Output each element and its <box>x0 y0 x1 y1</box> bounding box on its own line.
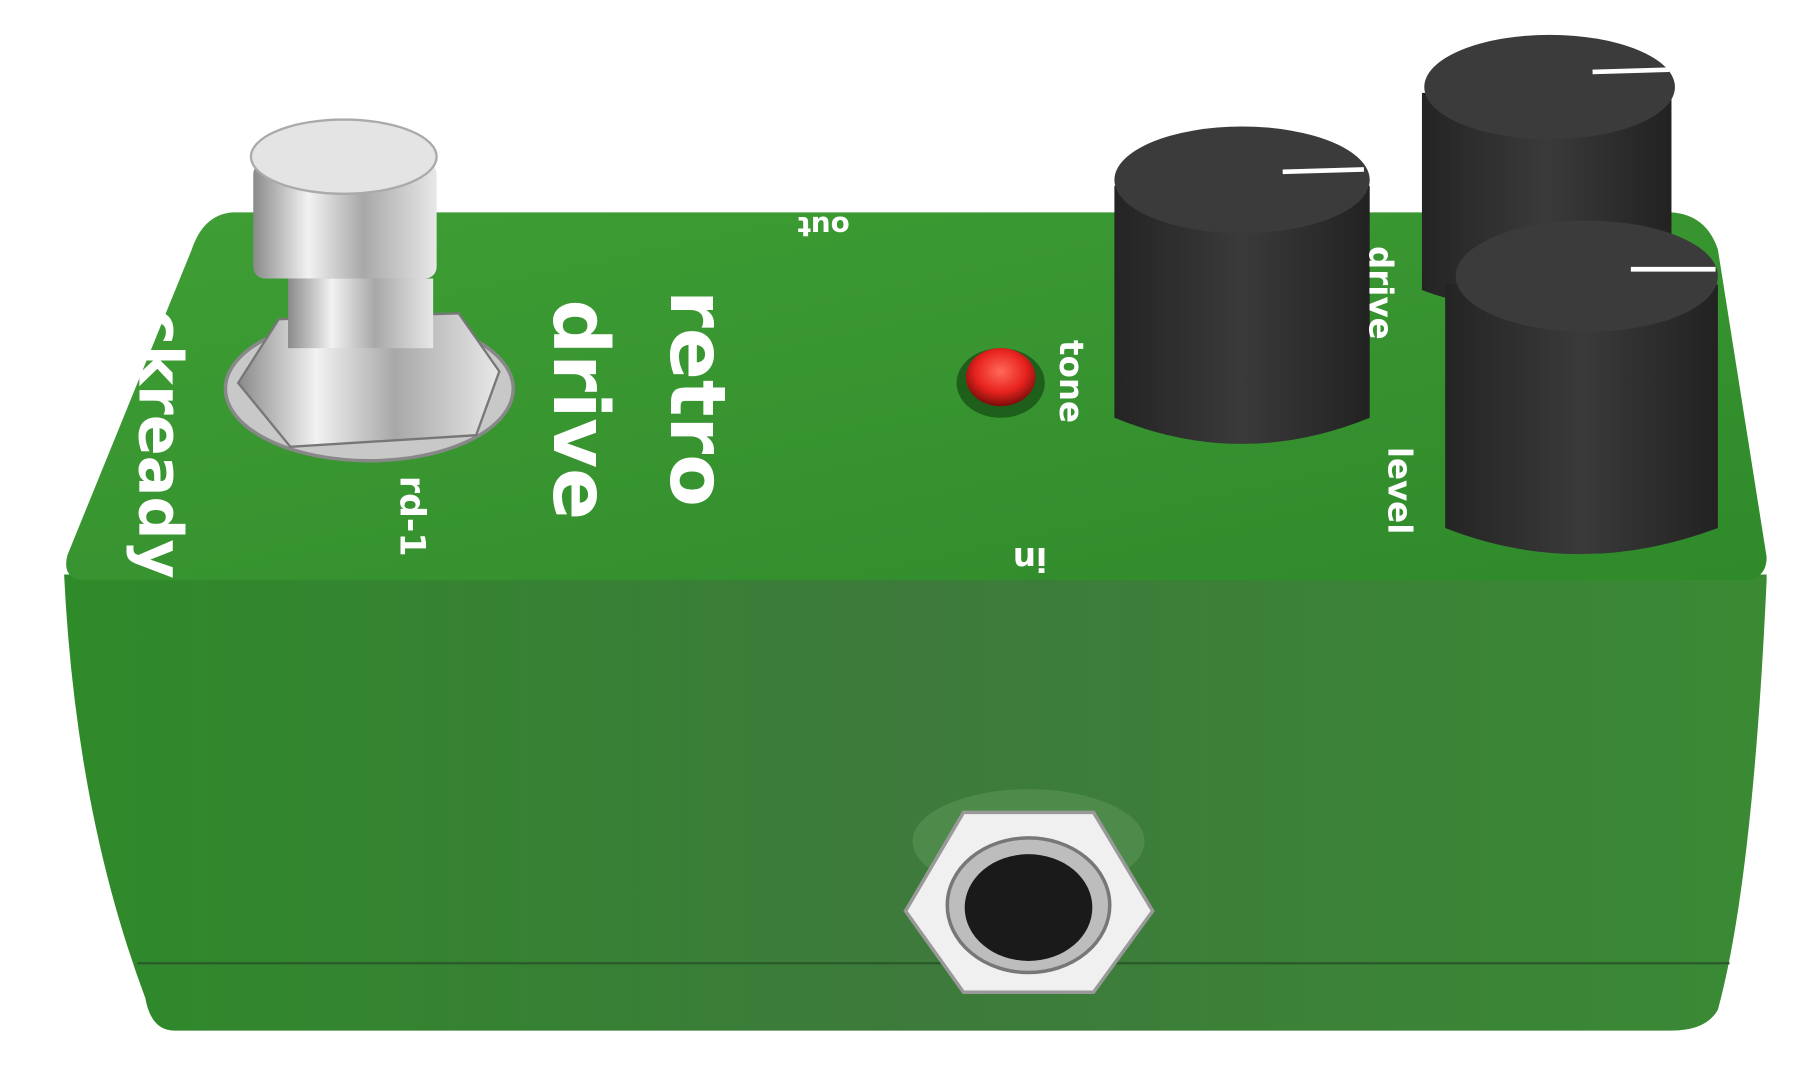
level-label: level <box>1380 447 1418 535</box>
input-label: in <box>1013 540 1047 578</box>
product-name-line1: retro <box>652 290 741 507</box>
input-jack[interactable] <box>903 789 1155 995</box>
tone-label: tone <box>1052 340 1090 423</box>
knob-tone[interactable] <box>1114 126 1370 444</box>
output-label: out <box>798 210 850 243</box>
footswitch[interactable] <box>223 118 515 463</box>
status-led <box>956 348 1045 418</box>
drive-label: drive <box>1362 246 1400 340</box>
brand-logo-text: rockready <box>125 238 195 579</box>
product-name-line2: drive <box>535 299 624 520</box>
enclosure-front-face <box>64 574 1767 1031</box>
knob-level[interactable] <box>1445 220 1718 555</box>
model-label: rd-1 <box>392 476 432 557</box>
